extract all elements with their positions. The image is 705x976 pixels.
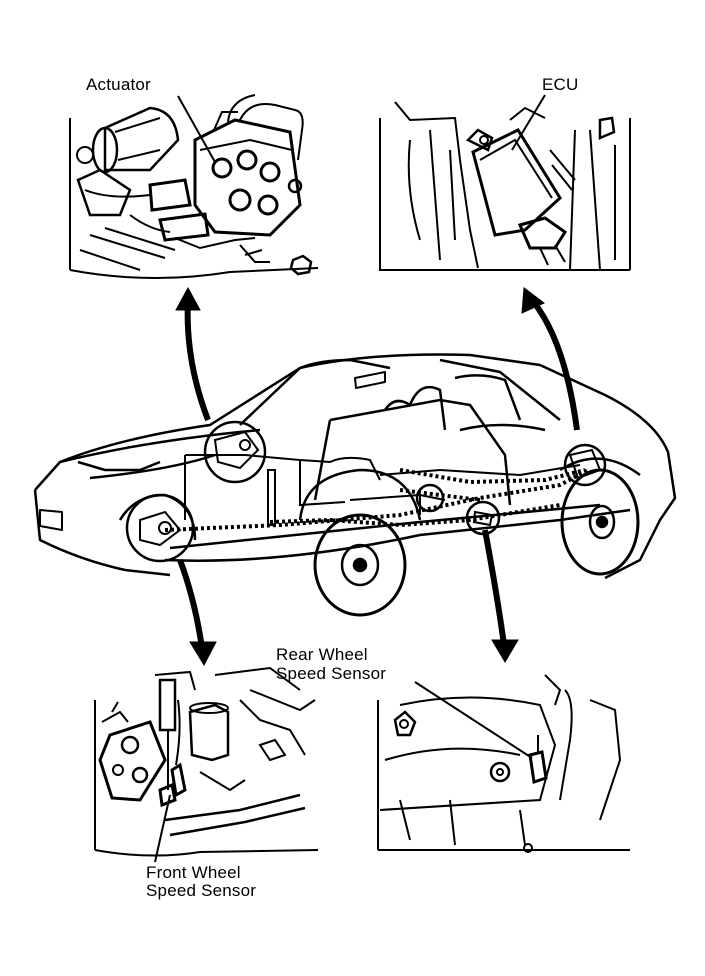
actuator-label: Actuator <box>86 75 151 94</box>
rear-wheel-sensor-label-line2: Speed Sensor <box>276 664 387 683</box>
rear-sensor-leader-line <box>414 681 533 759</box>
circle-contents <box>139 430 602 547</box>
front-wheel-sensor-detail-view <box>94 666 319 857</box>
front-sensor-leader-line <box>154 794 171 863</box>
rear-wheel-sensor-label-line1: Rear Wheel <box>276 645 368 664</box>
front-wheel-sensor-label-line2: Speed Sensor <box>146 881 257 900</box>
front-wheel-sensor-label-line1: Front Wheel <box>146 863 241 882</box>
ecu-label: ECU <box>542 75 579 94</box>
ecu-detail-view <box>379 101 631 271</box>
ecu-leader-line <box>511 94 546 151</box>
rear-wheel-sensor-detail-view <box>377 674 630 853</box>
actuator-detail-view <box>69 94 319 280</box>
actuator-leader-line <box>177 95 216 163</box>
arrows <box>175 286 580 667</box>
location-circles <box>125 420 607 563</box>
